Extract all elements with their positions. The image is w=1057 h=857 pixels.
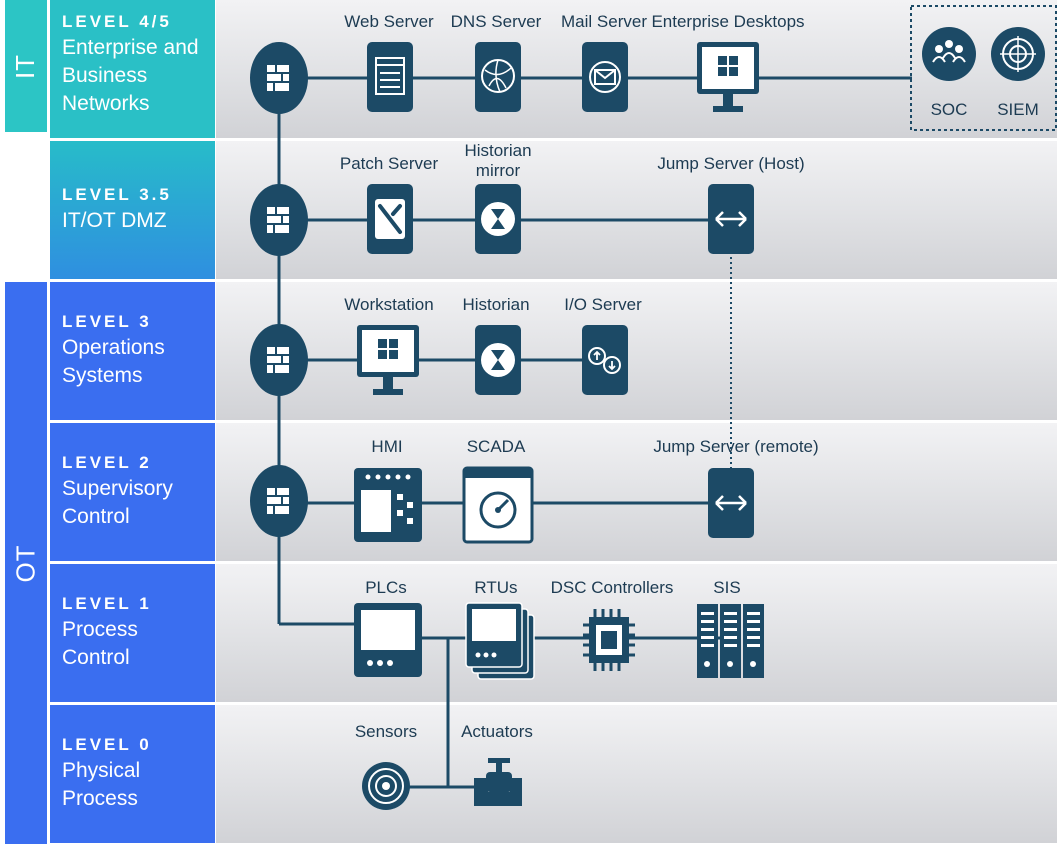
jump-server-icon: [708, 468, 754, 538]
sis-label: SIS: [713, 578, 741, 597]
level-4-5-panel: LEVEL 4/5 Enterprise and Business Networ…: [50, 0, 215, 138]
ot-zone-bar: OT: [5, 282, 47, 844]
patch-server-label: Patch Server: [339, 154, 439, 173]
level-code: LEVEL 4/5: [62, 12, 172, 31]
workstation-label: Workstation: [344, 295, 434, 314]
level-3-panel: LEVEL 3 Operations Systems: [50, 282, 215, 420]
level-name: IT/OT DMZ: [62, 209, 167, 232]
level-code: LEVEL 3.5: [62, 185, 172, 204]
mail-server-label: Mail Server: [561, 12, 647, 31]
plcs-label: PLCs: [365, 578, 407, 597]
level-name: Physical Process: [62, 759, 141, 810]
level-code: LEVEL 3: [62, 312, 152, 331]
valve-icon: [474, 758, 522, 806]
actuators-label: Actuators: [461, 722, 533, 741]
level-code: LEVEL 0: [62, 735, 152, 754]
rtus-label: RTUs: [474, 578, 518, 597]
level-2-panel: LEVEL 2 Supervisory Control: [50, 423, 215, 561]
sensors-label: Sensors: [354, 722, 418, 741]
firewall-icon: [250, 184, 308, 256]
io-server-icon: [582, 325, 628, 395]
level-name: Enterprise and Business Networks: [62, 36, 199, 115]
jump-server-icon: [708, 184, 754, 254]
rtu-icon: [465, 602, 535, 680]
sis-rack-icon: [697, 604, 764, 678]
level-code: LEVEL 2: [62, 453, 152, 472]
band-level-0: [216, 705, 1057, 843]
level-3-5-panel: LEVEL 3.5 IT/OT DMZ: [50, 141, 215, 279]
hmi-label: HMI: [371, 437, 403, 456]
web-server-label: Web Server: [344, 12, 434, 31]
soc-icon: [922, 27, 976, 81]
dns-server-icon: [475, 42, 521, 112]
level-code: LEVEL 1: [62, 594, 152, 613]
sensor-icon: [362, 762, 410, 810]
level-name: Operations Systems: [62, 336, 165, 387]
scada-icon: [462, 466, 534, 544]
mail-server-icon: [582, 42, 628, 112]
level-name: Supervisory Control: [62, 477, 173, 528]
firewall-icon: [250, 324, 308, 396]
band-level-3-5: [216, 141, 1057, 279]
patch-server-icon: [367, 184, 413, 254]
level-0-panel: LEVEL 0 Physical Process: [50, 705, 215, 843]
web-server-icon: [367, 42, 413, 112]
dns-server-label: DNS Server: [450, 12, 542, 31]
io-server-label: I/O Server: [564, 295, 642, 314]
siem-icon: [991, 27, 1045, 81]
scada-label: SCADA: [466, 437, 526, 456]
band-level-4-5: [216, 0, 1057, 138]
workstation-icon: [357, 325, 419, 395]
plc-icon: [354, 603, 422, 677]
siem-label: SIEM: [997, 100, 1039, 119]
level-name: Process Control: [62, 618, 138, 669]
historian-mirror-icon: [475, 184, 521, 254]
dsc-controllers-label: DSC Controllers: [550, 578, 674, 597]
band-level-3: [216, 282, 1057, 420]
jump-server-host-label: Jump Server (Host): [657, 154, 805, 173]
firewall-icon: [250, 465, 308, 537]
historian-mirror-label: Historian mirror: [464, 141, 532, 180]
firewall-icon: [250, 42, 308, 114]
hmi-icon: [354, 468, 422, 542]
historian-label: Historian: [462, 295, 530, 314]
level-1-panel: LEVEL 1 Process Control: [50, 564, 215, 702]
it-zone-bar: IT: [5, 0, 47, 132]
jump-server-remote-label: Jump Server (remote): [653, 437, 819, 456]
enterprise-desktops-label: Enterprise Desktops: [651, 12, 805, 31]
soc-label: SOC: [930, 100, 968, 119]
desktop-icon: [697, 42, 759, 112]
historian-icon: [475, 325, 521, 395]
chip-icon: [583, 609, 635, 671]
